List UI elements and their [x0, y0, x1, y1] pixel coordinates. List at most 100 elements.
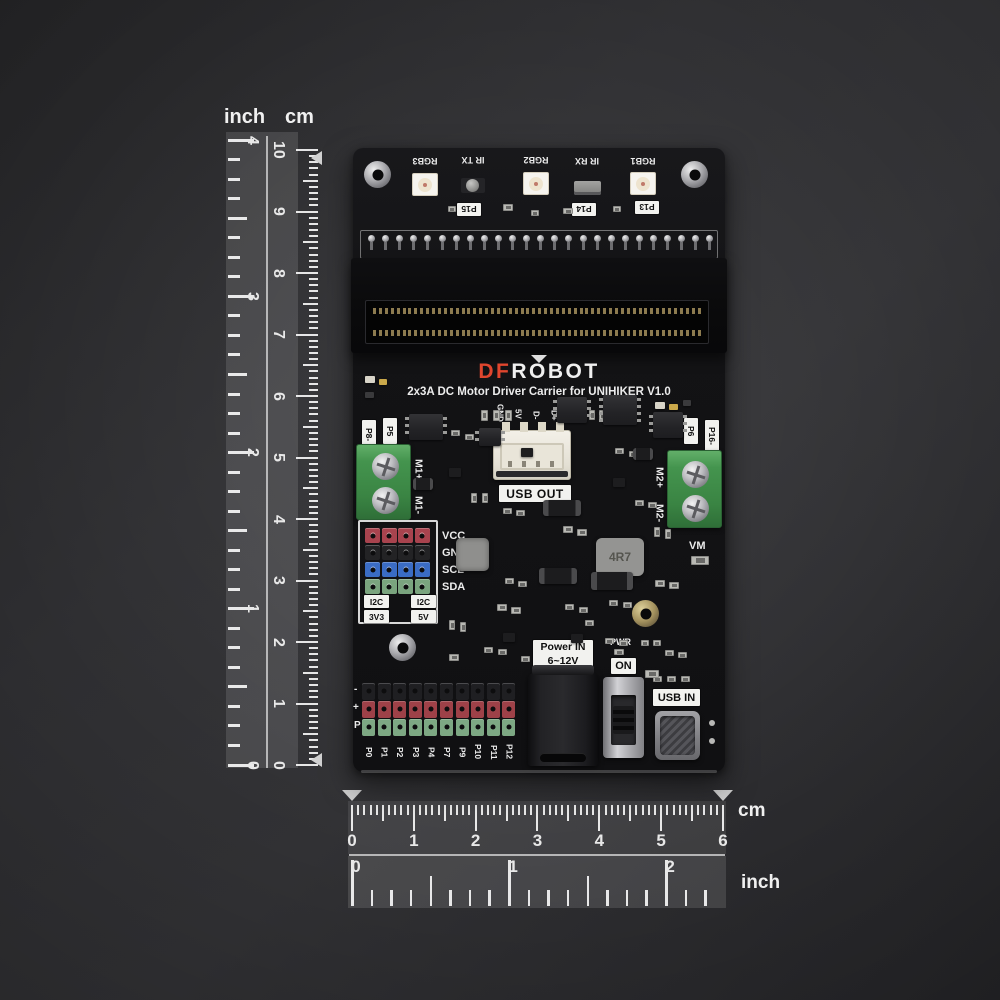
inch-tick	[228, 412, 240, 416]
i2c-box-left: I2C	[364, 595, 389, 608]
capacitor	[539, 568, 577, 584]
smd-component	[531, 210, 539, 216]
edge-contact	[561, 308, 565, 314]
cm-number: 5	[656, 831, 666, 850]
edge-contact	[449, 308, 453, 314]
edge-contact	[585, 308, 589, 314]
edge-contact	[496, 330, 500, 336]
cm-tick	[524, 805, 527, 815]
edge-contact	[432, 330, 435, 336]
i2c-pin	[381, 562, 397, 577]
header-pin	[579, 235, 587, 242]
cm-tick	[530, 805, 533, 815]
motor1-terminal	[356, 444, 411, 520]
inch-tick	[228, 587, 240, 591]
inch-tick	[228, 529, 247, 533]
inch-tick	[625, 890, 629, 906]
header-pin	[396, 235, 404, 242]
inch-tick	[370, 890, 374, 906]
edge-contact	[626, 330, 630, 336]
gpio-pin	[471, 719, 485, 736]
inch-number: 1	[508, 857, 518, 876]
cm-tick	[309, 591, 318, 594]
edge-contact	[532, 308, 536, 314]
cm-tick	[567, 805, 570, 821]
edge-contact	[614, 330, 618, 336]
i2c-pin	[398, 579, 413, 594]
edge-contact	[514, 308, 518, 314]
inch-tick	[228, 197, 240, 201]
i2c-pin	[414, 528, 430, 543]
gpio-pin	[440, 701, 453, 718]
p13-label: P13	[635, 201, 659, 214]
mount-hole	[364, 161, 391, 188]
vertical-ruler-inch-unit: inch	[224, 106, 266, 128]
cm-number: 10	[270, 141, 287, 159]
smd-component	[648, 502, 657, 508]
inch-number: 2	[244, 448, 261, 458]
edge-contact	[597, 330, 601, 336]
cm-tick	[505, 805, 508, 821]
cm-tick	[303, 733, 318, 736]
edge-contact	[668, 308, 671, 314]
header-pin	[650, 235, 657, 242]
inch-tick	[228, 275, 240, 279]
cm-tick	[309, 659, 318, 662]
cm-number: 3	[270, 576, 287, 585]
mount-hole	[389, 634, 416, 661]
gpio-pin	[362, 719, 375, 736]
cm-tick	[579, 805, 582, 815]
i2c-pin	[398, 562, 413, 577]
cm-tick	[363, 805, 366, 815]
gpio-pin	[393, 719, 407, 736]
edge-contact	[691, 330, 695, 336]
edge-contact	[491, 308, 494, 314]
gpio-pin-label: P2	[395, 746, 406, 758]
header-pin	[664, 235, 672, 242]
smd-component	[503, 508, 512, 514]
small-inductor	[456, 538, 489, 571]
switch-knob	[613, 706, 634, 734]
edge-contact	[555, 308, 559, 314]
cm-tick	[309, 622, 318, 625]
smd-component	[449, 654, 459, 661]
cm-tick	[309, 462, 318, 465]
cm-tick	[309, 597, 318, 600]
header-pin-stem	[454, 242, 458, 250]
cm-tick	[309, 278, 318, 281]
smd-component	[579, 607, 588, 613]
smd-component	[681, 676, 690, 682]
edge-contact	[591, 308, 595, 314]
header-pin	[410, 235, 418, 242]
usb-out-label: USB OUT	[499, 485, 571, 502]
header-pin-stem	[384, 242, 388, 250]
cm-tick	[629, 805, 632, 821]
header-pin-stem	[496, 242, 500, 250]
header-pin-stem	[567, 242, 571, 250]
header-pin-stem	[581, 242, 585, 250]
edge-contact	[514, 330, 518, 336]
cm-tick	[303, 487, 318, 490]
cm-tick	[309, 284, 318, 287]
header-pin-stem	[468, 242, 472, 250]
gpio-pin	[408, 683, 422, 700]
edge-contact	[526, 308, 530, 314]
cm-tick	[309, 222, 318, 225]
inch-tick	[390, 890, 393, 906]
usb-out-pin-5v: 5V	[513, 409, 523, 419]
horizontal-ruler-divider	[349, 854, 725, 856]
edge-contact	[396, 308, 400, 314]
edge-contact	[620, 308, 624, 314]
smd-component	[655, 402, 665, 409]
inch-tick	[228, 685, 247, 689]
vertical-ruler-divider	[266, 136, 268, 768]
i2c-pin	[381, 545, 397, 560]
edge-contact	[402, 330, 406, 336]
inch-tick	[228, 177, 240, 181]
header-pin-stem	[370, 242, 373, 250]
cm-tick	[635, 805, 638, 815]
cm-tick	[660, 805, 663, 831]
edge-contact	[561, 330, 565, 336]
cm-tick	[309, 708, 318, 711]
edge-contact	[644, 308, 648, 314]
